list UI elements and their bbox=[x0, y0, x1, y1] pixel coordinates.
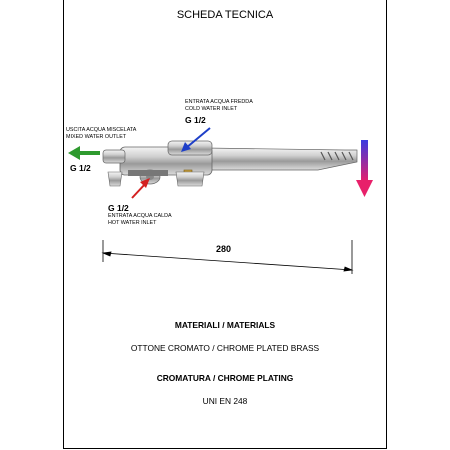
outlet-label-it: USCITA ACQUA MISCELATA bbox=[66, 127, 137, 133]
outlet-thread-label: G 1/2 bbox=[70, 163, 91, 173]
plating-heading: CROMATURA / CHROME PLATING bbox=[156, 373, 294, 383]
cold-thread-label: G 1/2 bbox=[185, 115, 206, 125]
hot-inlet-label-en: HOT WATER INLET bbox=[108, 220, 157, 226]
cold-inlet-label-en: COLD WATER INLET bbox=[185, 106, 238, 112]
hot-thread-label: G 1/2 bbox=[108, 203, 129, 213]
plating-value: UNI EN 248 bbox=[202, 396, 248, 406]
materials-heading: MATERIALI / MATERIALS bbox=[174, 320, 276, 330]
materials-value: OTTONE CROMATO / CHROME PLATED BRASS bbox=[130, 343, 320, 353]
cold-inlet-label-it: ENTRATA ACQUA FREDDA bbox=[185, 99, 253, 105]
dimension-line bbox=[101, 240, 354, 274]
hot-inlet-label-it: ENTRATA ACQUA CALDA bbox=[108, 213, 172, 219]
sheet-title: SCHEDA TECNICA bbox=[176, 9, 274, 21]
cold-inlet-arrow bbox=[181, 127, 211, 152]
outlet-label-en: MIXED WATER OUTLET bbox=[66, 134, 127, 140]
valve-body bbox=[102, 140, 358, 187]
outlet-arrow bbox=[68, 146, 100, 160]
hot-inlet-arrow bbox=[131, 178, 150, 199]
pedal-push-arrow bbox=[356, 140, 373, 197]
sheet-frame bbox=[63, 0, 387, 449]
dimension-value: 280 bbox=[216, 244, 232, 254]
